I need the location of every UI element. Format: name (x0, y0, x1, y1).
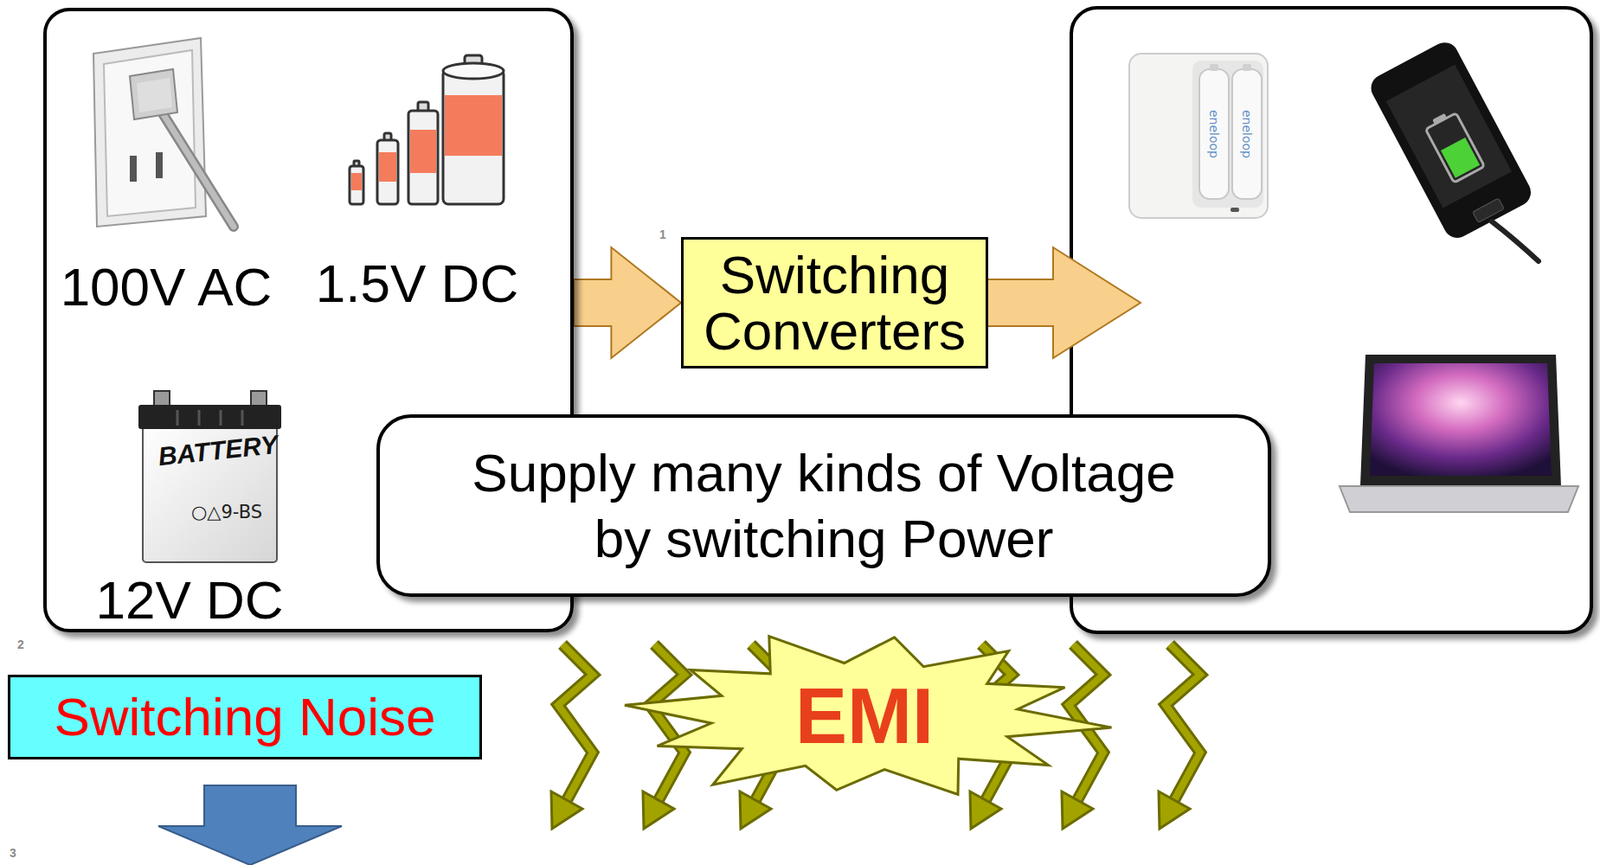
process-box: Switching Converters (681, 237, 989, 369)
battery-cells (444, 95, 502, 156)
phone-illustration (1366, 38, 1536, 244)
phone-illustration (1432, 113, 1447, 125)
down-arrow (158, 785, 342, 865)
node-text: Switching Noise (53, 687, 436, 747)
outlet-illustration (103, 50, 196, 217)
outlet-illustration (93, 38, 206, 227)
charger-illustration (1232, 69, 1262, 200)
callout-number: 2 (17, 637, 25, 652)
noise-box: Switching Noise (7, 674, 482, 760)
outlet-illustration (93, 38, 234, 227)
callout-number: 3 (9, 846, 17, 861)
cell-brand: eneloop (1240, 109, 1254, 159)
battery-brand: BATTERY (156, 430, 280, 472)
starburst: EMI (611, 627, 1118, 806)
outlet-illustration (155, 152, 163, 179)
source-label: 12V DC (95, 571, 283, 630)
source-label: 100V AC (60, 257, 273, 317)
phone-illustration (1425, 113, 1485, 184)
phone-illustration (1491, 221, 1539, 262)
starburst-outline (624, 636, 1112, 796)
car-battery-illustration (198, 410, 201, 426)
cell-brand: eneloop (1208, 109, 1221, 159)
node-text: Switching Converters (700, 246, 970, 360)
battery-cells (379, 152, 397, 182)
charger-illustration (1129, 53, 1268, 219)
car-battery-illustration (219, 410, 223, 426)
node-text: Supply many kinds of Voltage by switchin… (460, 440, 1188, 572)
phone-illustration (1386, 64, 1512, 209)
car-battery-illustration (241, 410, 245, 426)
outlet-illustration (160, 110, 234, 227)
phone-illustration (1472, 198, 1505, 223)
battery-cells (443, 69, 504, 205)
node-text: EMI (795, 675, 934, 759)
emi-bolts (1158, 644, 1201, 829)
battery-cells (410, 129, 437, 174)
charger-illustration (1242, 64, 1252, 71)
callout-number: 1 (659, 227, 667, 242)
charger-illustration (1230, 207, 1240, 213)
charger-illustration (1209, 64, 1219, 71)
car-battery-illustration (138, 404, 282, 430)
laptop-illustration (1339, 486, 1579, 513)
phone-illustration (1440, 137, 1480, 179)
outlet-illustration (160, 110, 234, 227)
battery-code: ○△9-BS (191, 501, 263, 523)
block-arrow (987, 247, 1141, 359)
charger-illustration (1129, 53, 1268, 219)
battery-cells (408, 110, 438, 205)
outlet-illustration (129, 155, 137, 182)
laptop-illustration (1360, 354, 1562, 487)
battery-cells (351, 173, 362, 191)
laptop-illustration (1369, 363, 1552, 476)
note-box: Supply many kinds of Voltage by switchin… (376, 414, 1272, 598)
block-arrow (573, 247, 682, 359)
charger-illustration (1199, 69, 1229, 200)
battery-cells (443, 63, 504, 79)
battery-cells (349, 55, 504, 205)
car-battery-illustration (154, 391, 170, 407)
emi-bolts (551, 644, 593, 829)
charger-illustration (1192, 60, 1264, 208)
source-label: 1.5V DC (315, 254, 519, 314)
phone-illustration (1366, 38, 1539, 262)
outlet-illustration (136, 77, 173, 113)
car-battery-illustration (250, 391, 267, 407)
battery-cells (377, 140, 399, 205)
car-battery-illustration (176, 410, 180, 426)
emi-bolts (1061, 644, 1104, 829)
laptop-illustration (1339, 354, 1579, 513)
car-battery-illustration (138, 391, 282, 563)
outlet-illustration (129, 69, 178, 120)
battery-cells (349, 166, 364, 205)
phone-illustration (1366, 38, 1536, 244)
